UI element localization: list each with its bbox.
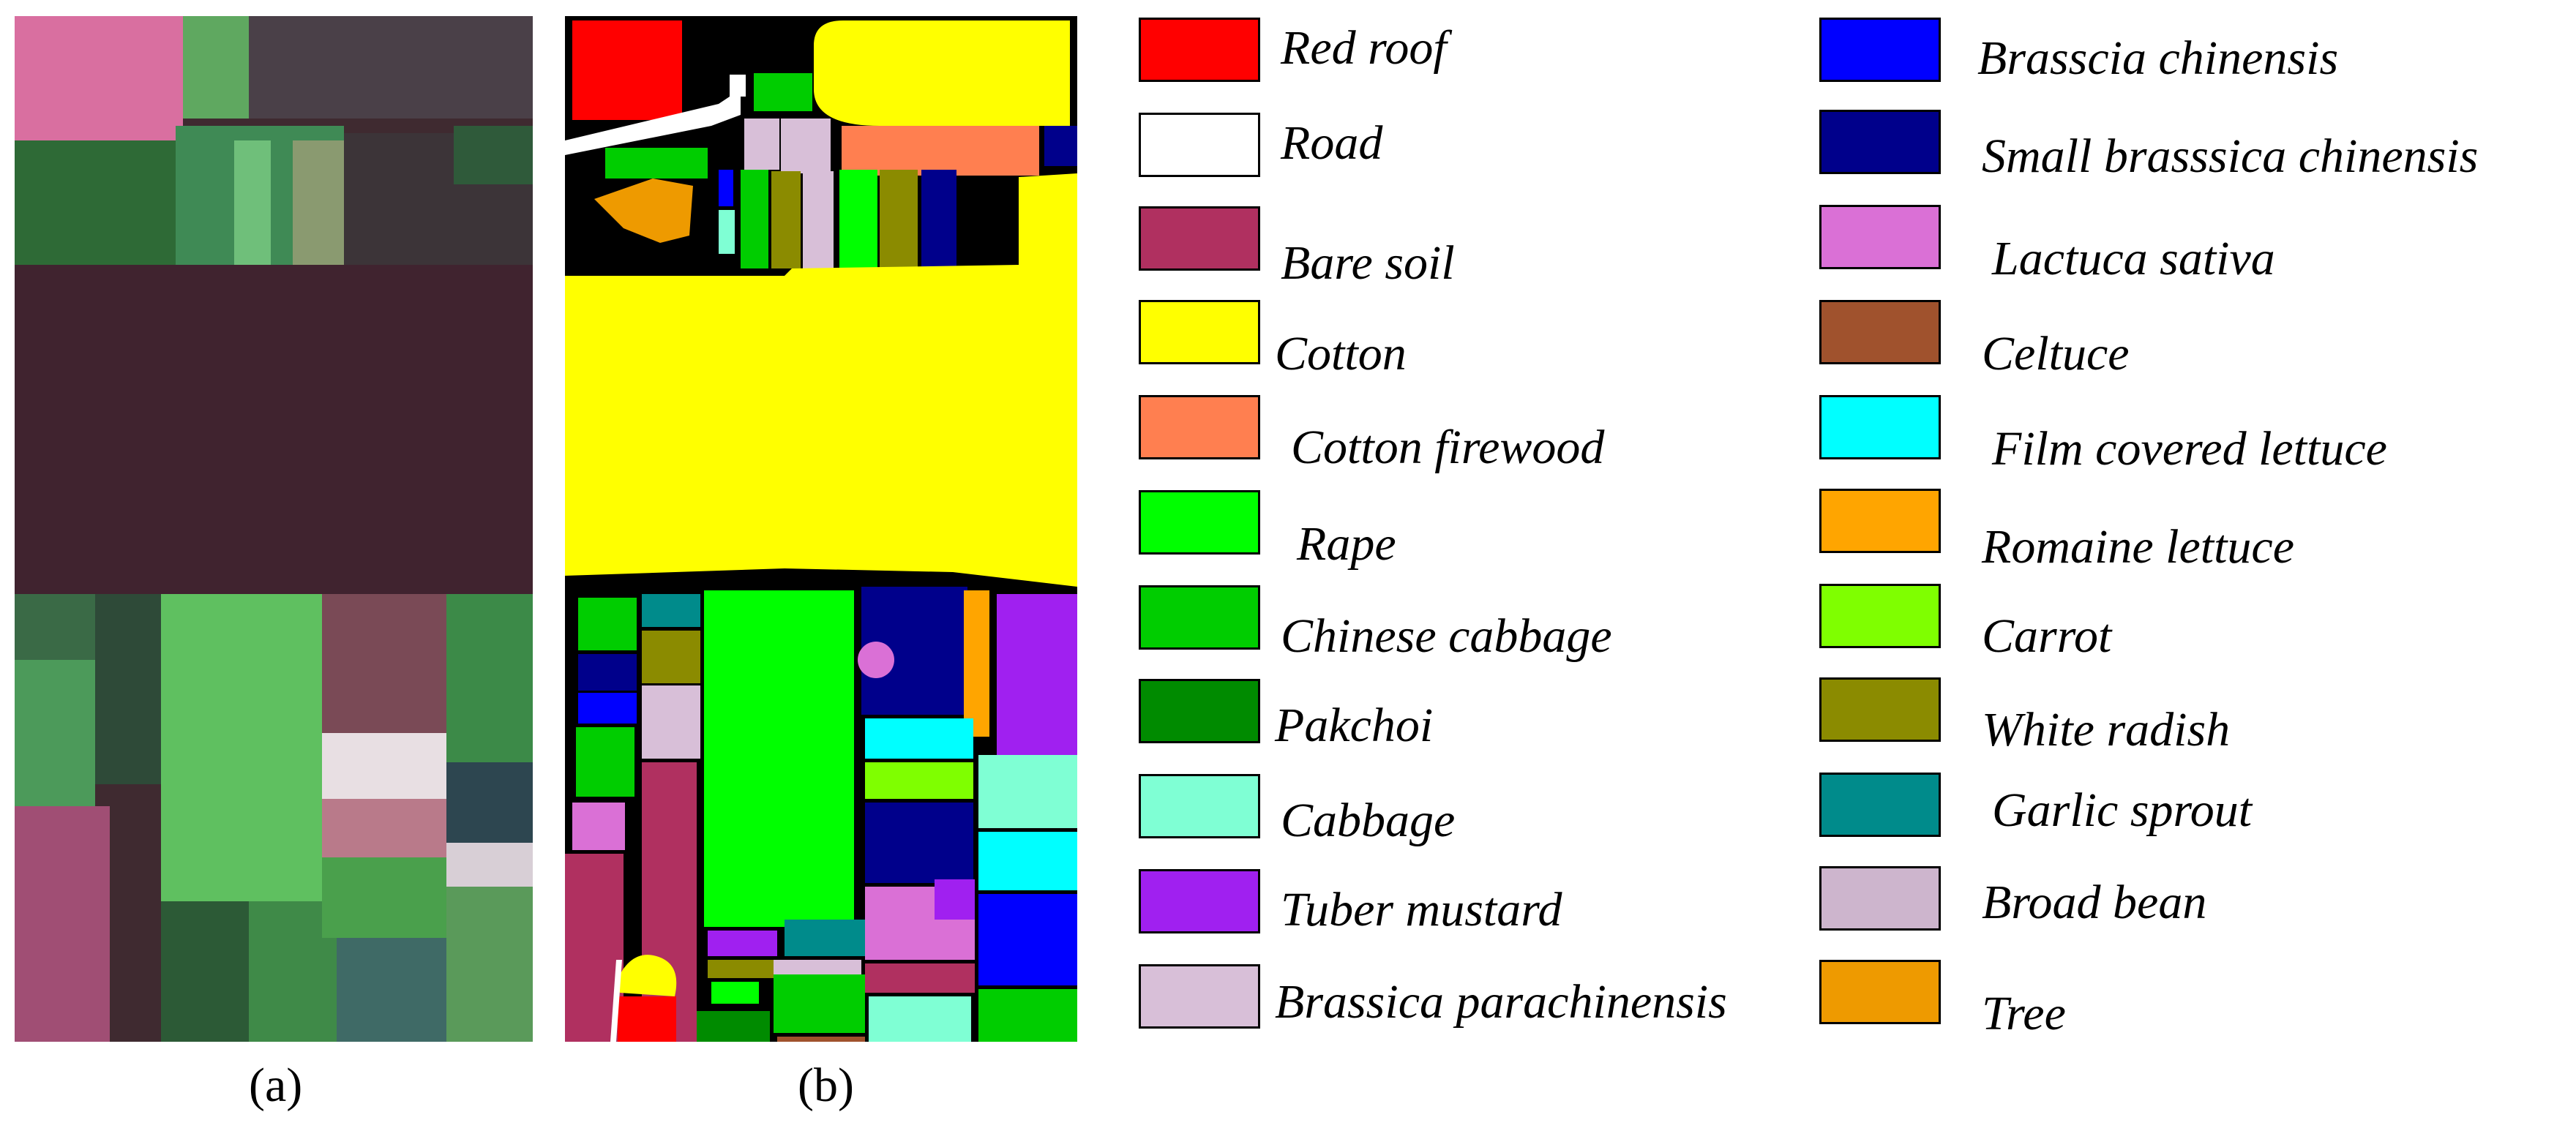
legend-label: Bare soil bbox=[1281, 236, 1455, 290]
legend-label: Garlic sprout bbox=[1992, 784, 2253, 837]
legend-label: Cotton bbox=[1275, 327, 1407, 380]
legend-swatch bbox=[1819, 110, 1941, 174]
caption-b: (b) bbox=[798, 1059, 854, 1112]
legend-label: Red roof bbox=[1281, 21, 1447, 75]
legend-label: Tree bbox=[1982, 987, 2066, 1040]
legend-swatch bbox=[1819, 677, 1941, 742]
legend-label: Chinese cabbage bbox=[1281, 609, 1612, 663]
legend-swatch bbox=[1139, 490, 1260, 555]
legend-label: Road bbox=[1281, 116, 1383, 170]
legend-label: Small brasssica chinensis bbox=[1982, 129, 2479, 183]
legend-swatch bbox=[1819, 395, 1941, 459]
legend-label: Pakchoi bbox=[1275, 699, 1434, 752]
legend-label: White radish bbox=[1982, 703, 2231, 756]
legend-swatch bbox=[1139, 206, 1260, 271]
legend-swatch bbox=[1139, 300, 1260, 364]
legend-label: Brasscia chinensis bbox=[1977, 31, 2339, 85]
legend-swatch bbox=[1139, 964, 1260, 1029]
legend-swatch bbox=[1139, 395, 1260, 459]
legend-swatch bbox=[1819, 18, 1941, 82]
legend-label: Carrot bbox=[1982, 609, 2112, 663]
legend-swatch bbox=[1819, 960, 1941, 1024]
legend-label: Romaine lettuce bbox=[1982, 520, 2295, 574]
legend-label: Cotton firewood bbox=[1291, 421, 1605, 474]
legend-swatch bbox=[1819, 205, 1941, 269]
ground-truth-map bbox=[565, 16, 1077, 1059]
legend-label: Celtuce bbox=[1982, 327, 2130, 380]
legend-swatch bbox=[1819, 300, 1941, 364]
legend-swatch bbox=[1819, 584, 1941, 648]
legend-swatch bbox=[1139, 113, 1260, 177]
caption-a: (a) bbox=[249, 1059, 303, 1112]
legend-swatch bbox=[1139, 18, 1260, 82]
legend-label: Tuber mustard bbox=[1281, 883, 1562, 936]
legend-swatch bbox=[1819, 866, 1941, 931]
legend-swatch bbox=[1139, 774, 1260, 838]
legend-swatch bbox=[1139, 585, 1260, 650]
legend-label: Film covered lettuce bbox=[1992, 422, 2387, 476]
legend-label: Brassica parachinensis bbox=[1275, 975, 1727, 1029]
legend-label: Lactuca sativa bbox=[1992, 232, 2275, 285]
legend-swatch bbox=[1139, 679, 1260, 743]
legend-swatch bbox=[1819, 773, 1941, 837]
ground-truth-map-svg bbox=[565, 16, 1077, 1059]
false-color-image-svg bbox=[15, 16, 533, 1042]
legend-label: Cabbage bbox=[1281, 794, 1456, 847]
false-color-image bbox=[15, 16, 533, 1042]
legend-label: Broad bean bbox=[1982, 876, 2207, 929]
legend-swatch bbox=[1139, 869, 1260, 933]
legend-swatch bbox=[1819, 489, 1941, 553]
legend-label: Rape bbox=[1297, 517, 1396, 571]
